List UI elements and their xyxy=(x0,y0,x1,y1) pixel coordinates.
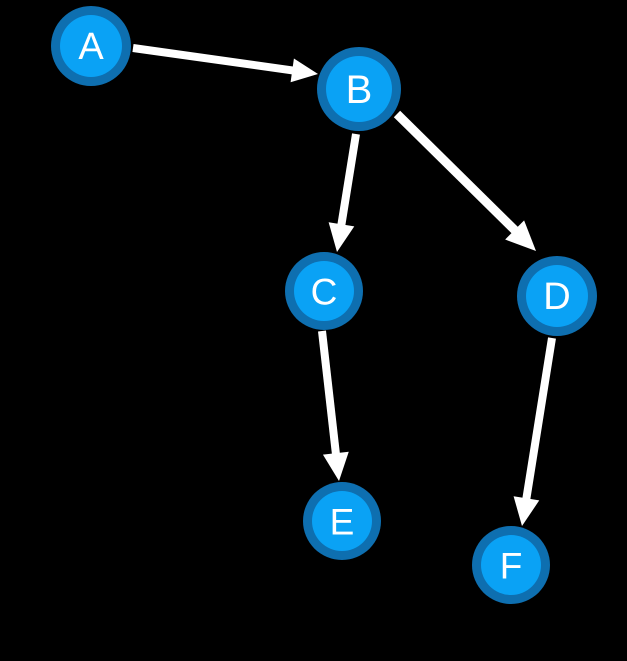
node-core xyxy=(481,535,541,595)
graph-node-b[interactable]: B xyxy=(317,47,401,131)
node-core xyxy=(60,15,122,77)
edge-shaft xyxy=(337,133,360,228)
graph-edge-a-to-b xyxy=(132,44,318,83)
edge-arrowhead-icon xyxy=(328,222,355,252)
edge-arrowhead-icon xyxy=(513,496,540,526)
edge-shaft xyxy=(132,44,296,75)
edge-arrowhead-icon xyxy=(322,451,349,481)
node-core xyxy=(326,56,392,122)
node-label: A xyxy=(78,26,104,68)
edge-arrowhead-icon xyxy=(505,220,536,251)
graph-node-c[interactable]: C xyxy=(285,252,363,330)
node-core xyxy=(312,491,372,551)
graph-node-e[interactable]: E xyxy=(303,482,381,560)
graph-edge-b-to-d xyxy=(393,110,536,251)
node-label: F xyxy=(500,546,523,587)
edge-shaft xyxy=(521,337,556,502)
edges-layer xyxy=(132,44,556,526)
edge-shaft xyxy=(393,110,520,236)
graph-node-d[interactable]: D xyxy=(517,256,597,336)
node-label: B xyxy=(346,68,373,112)
graph-node-f[interactable]: F xyxy=(472,526,550,604)
edge-shaft xyxy=(318,330,341,457)
nodes-layer: A B C D E F xyxy=(51,6,597,604)
graph-edge-d-to-f xyxy=(513,337,556,526)
node-label: D xyxy=(543,276,570,318)
node-label: E xyxy=(330,502,355,543)
graph-node-a[interactable]: A xyxy=(51,6,131,86)
graph-edge-c-to-e xyxy=(318,330,349,481)
node-core xyxy=(294,261,354,321)
edge-arrowhead-icon xyxy=(290,58,318,83)
node-core xyxy=(526,265,588,327)
graph-edge-b-to-c xyxy=(328,133,360,252)
node-label: C xyxy=(311,272,338,313)
